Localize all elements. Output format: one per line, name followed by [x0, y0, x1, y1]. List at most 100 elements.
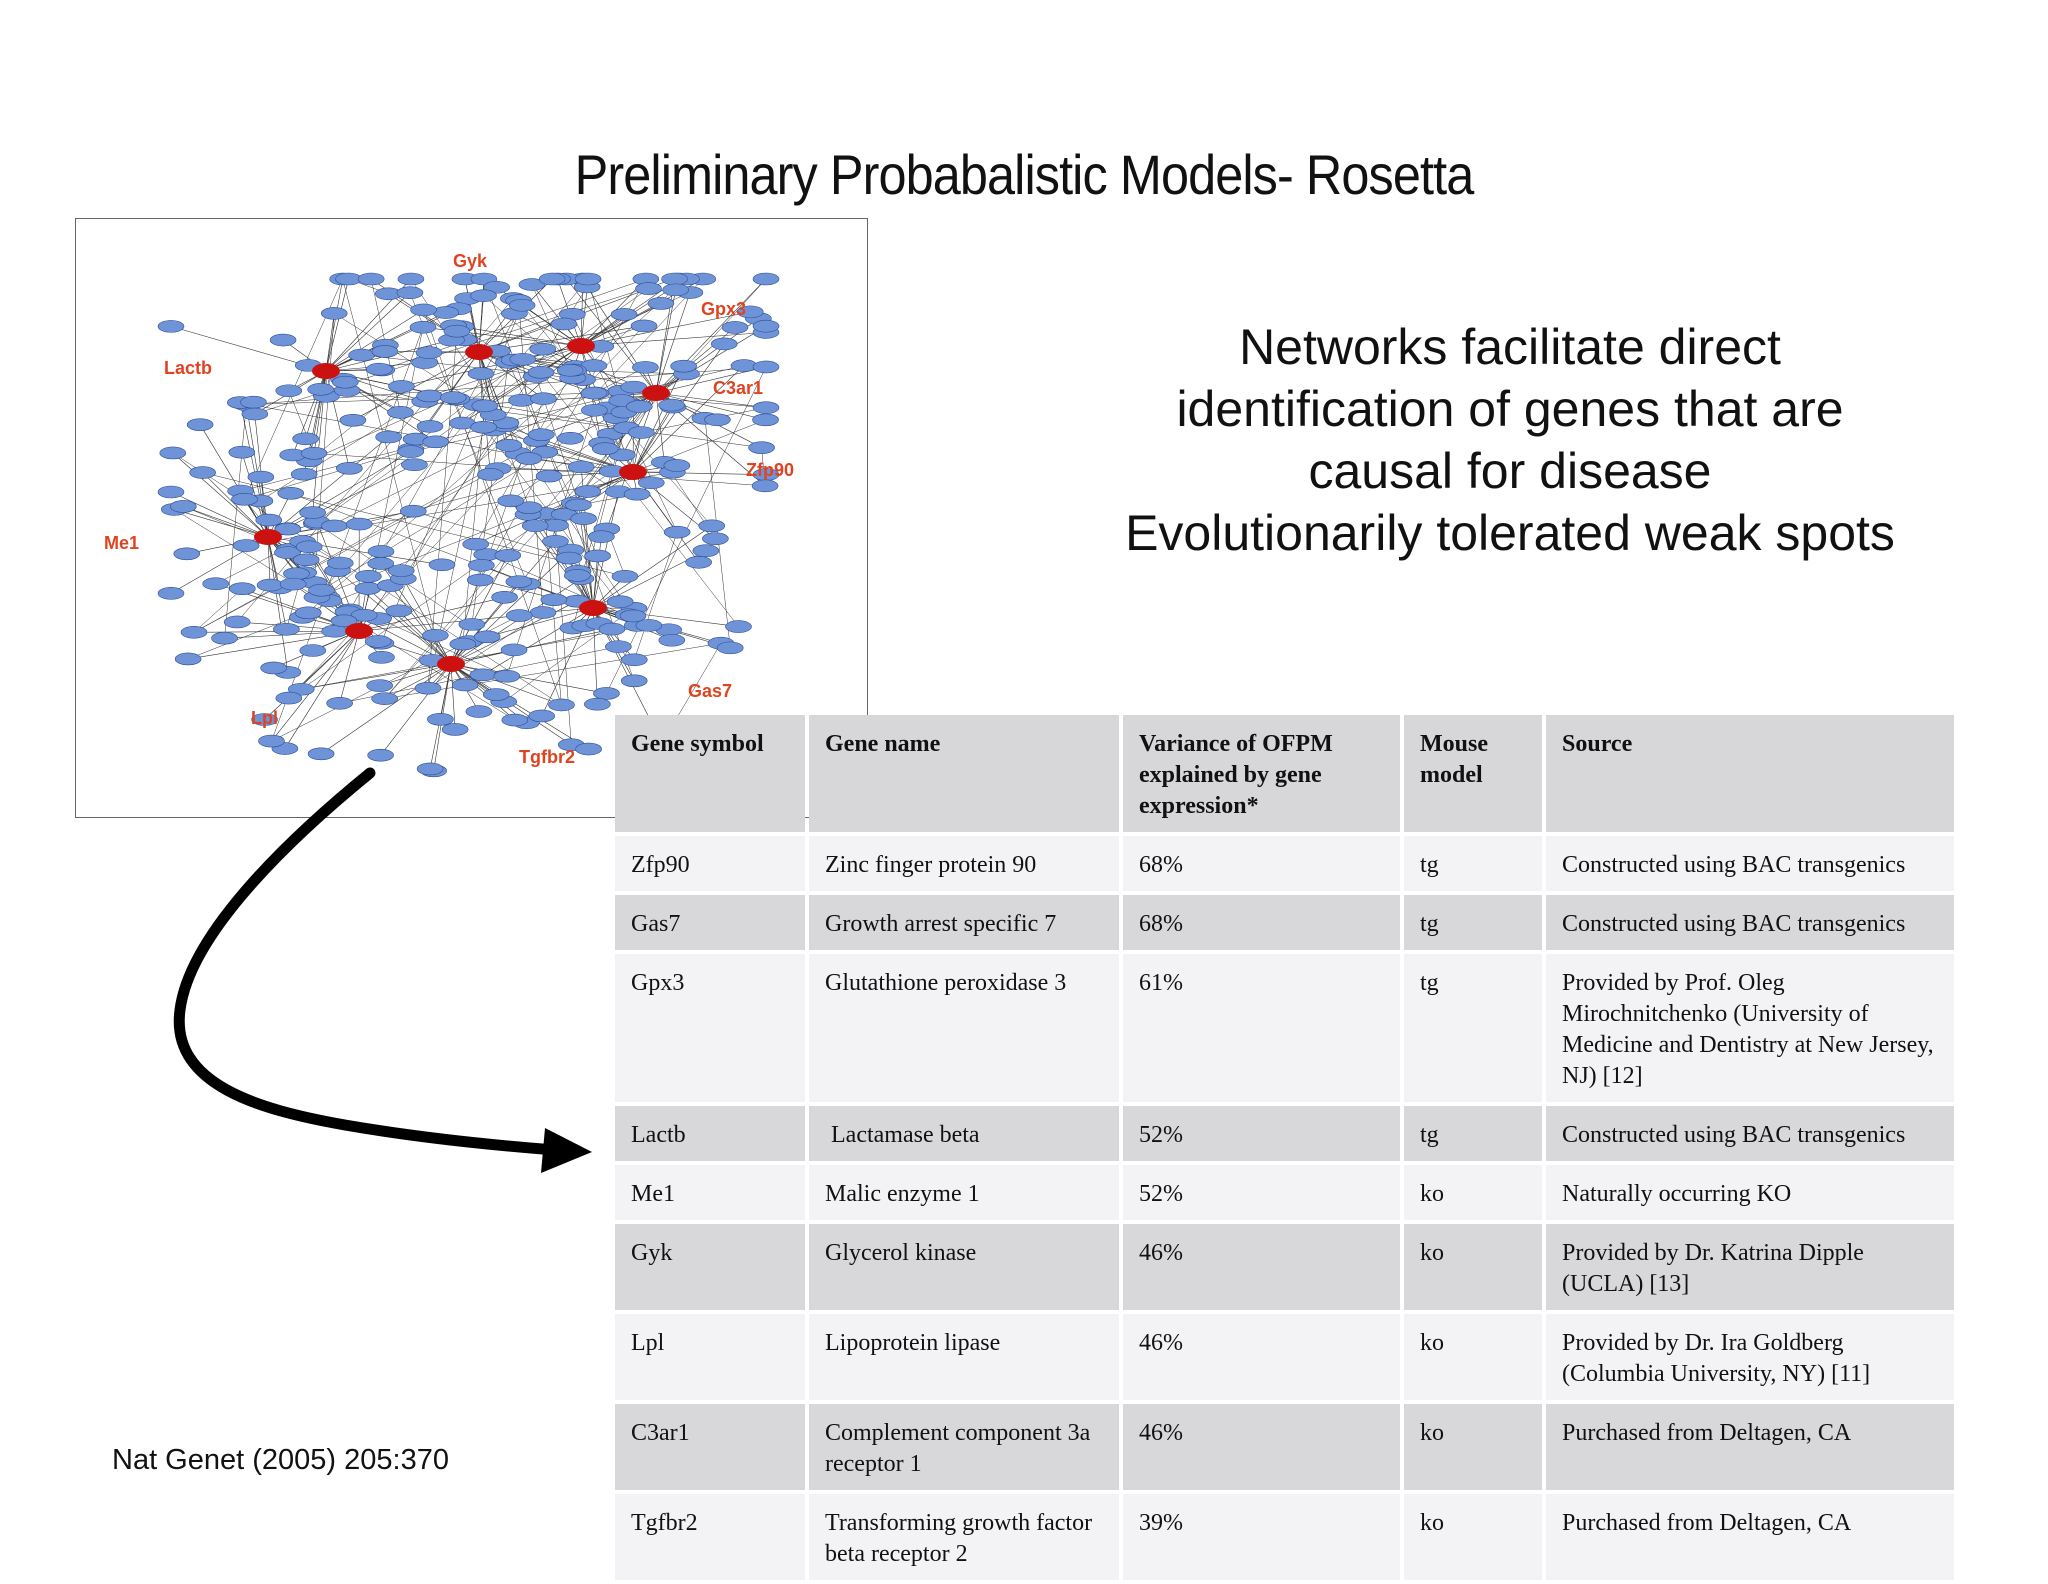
network-node: [753, 402, 779, 414]
network-node: [388, 380, 414, 392]
network-node: [581, 404, 607, 416]
network-node: [592, 443, 618, 455]
network-node: [175, 653, 201, 665]
cell-source: Provided by Prof. Oleg Mirochnitchenko (…: [1546, 954, 1954, 1102]
network-node: [278, 487, 304, 499]
statement-line: causal for disease: [1040, 440, 1980, 502]
network-node: [717, 642, 743, 654]
network-node: [495, 549, 521, 561]
network-node: [417, 763, 443, 775]
hub-label-lactb: Lactb: [164, 358, 212, 379]
network-node: [612, 570, 638, 582]
header-variance: Variance of OFPM explained by gene expre…: [1123, 715, 1400, 832]
cell-gene-name: Growth arrest specific 7: [809, 895, 1119, 950]
network-node: [699, 520, 725, 532]
cell-gene-symbol: Lactb: [615, 1106, 805, 1161]
network-node: [293, 433, 319, 445]
key-statement: Networks facilitate direct identificatio…: [1040, 316, 1980, 564]
network-node: [659, 634, 685, 646]
network-node: [300, 645, 326, 657]
network-node: [551, 318, 577, 330]
cell-variance: 52%: [1123, 1106, 1400, 1161]
network-node: [398, 446, 424, 458]
network-node: [752, 480, 778, 492]
network-node: [516, 453, 542, 465]
network-node: [336, 462, 362, 474]
network-edge: [326, 310, 424, 371]
network-node: [557, 432, 583, 444]
network-node: [358, 273, 384, 285]
network-edge: [593, 537, 601, 608]
network-node: [509, 299, 535, 311]
network-node: [471, 290, 497, 302]
header-gene-name: Gene name: [809, 715, 1119, 832]
cell-variance: 68%: [1123, 895, 1400, 950]
hub-label-tgfbr2: Tgfbr2: [519, 747, 575, 768]
network-node: [293, 554, 319, 566]
network-node: [256, 514, 282, 526]
cell-mouse-model: tg: [1404, 954, 1542, 1102]
network-node: [355, 570, 381, 582]
network-node: [494, 670, 520, 682]
network-node: [203, 578, 229, 590]
network-node: [528, 366, 554, 378]
cell-gene-symbol: C3ar1: [615, 1404, 805, 1490]
network-node: [492, 591, 518, 603]
cell-gene-symbol: Lpl: [615, 1314, 805, 1400]
network-node: [368, 545, 394, 557]
network-node: [483, 689, 509, 701]
network-node: [233, 540, 259, 552]
network-node: [229, 446, 255, 458]
network-node: [664, 459, 690, 471]
network-node: [158, 486, 184, 498]
network-node: [548, 699, 574, 711]
network-node: [231, 493, 257, 505]
network-node: [576, 743, 602, 755]
network-node: [280, 578, 306, 590]
cell-variance: 68%: [1123, 836, 1400, 891]
network-node: [648, 297, 674, 309]
network-node: [160, 447, 186, 459]
cell-source: Naturally occurring KO: [1546, 1165, 1954, 1220]
network-node: [599, 623, 625, 635]
network-node: [496, 439, 522, 451]
cell-gene-name: Complement component 3a receptor 1: [809, 1404, 1119, 1490]
hub-label-gpx3: Gpx3: [701, 299, 746, 320]
network-node: [467, 574, 493, 586]
cell-source: Constructed using BAC transgenics: [1546, 836, 1954, 891]
network-node: [190, 467, 216, 479]
network-node: [753, 361, 779, 373]
network-node: [539, 273, 565, 285]
network-node: [270, 334, 296, 346]
network-node: [702, 533, 728, 545]
hub-label-gas7: Gas7: [688, 681, 732, 702]
network-node: [291, 468, 317, 480]
network-node: [581, 387, 607, 399]
cell-gene-symbol: Gas7: [615, 895, 805, 950]
network-node: [686, 556, 712, 568]
network-hub-node: [345, 623, 373, 639]
network-node: [671, 360, 697, 372]
cell-source: Provided by Dr. Ira Goldberg (Columbia U…: [1546, 1314, 1954, 1400]
cell-gene-name: Zinc finger protein 90: [809, 836, 1119, 891]
network-node: [257, 579, 283, 591]
network-node: [704, 414, 730, 426]
network-node: [224, 616, 250, 628]
network-node: [662, 273, 688, 285]
cell-variance: 46%: [1123, 1224, 1400, 1310]
cell-gene-name: Transforming growth factor beta receptor…: [809, 1494, 1119, 1580]
network-node: [621, 654, 647, 666]
network-node: [468, 559, 494, 571]
network-node: [498, 495, 524, 507]
table-header-row: Gene symbol Gene name Variance of OFPM e…: [615, 715, 1954, 832]
network-node: [753, 320, 779, 332]
network-node: [502, 714, 528, 726]
network-node: [463, 538, 489, 550]
network-node: [611, 308, 637, 320]
network-node: [501, 644, 527, 656]
